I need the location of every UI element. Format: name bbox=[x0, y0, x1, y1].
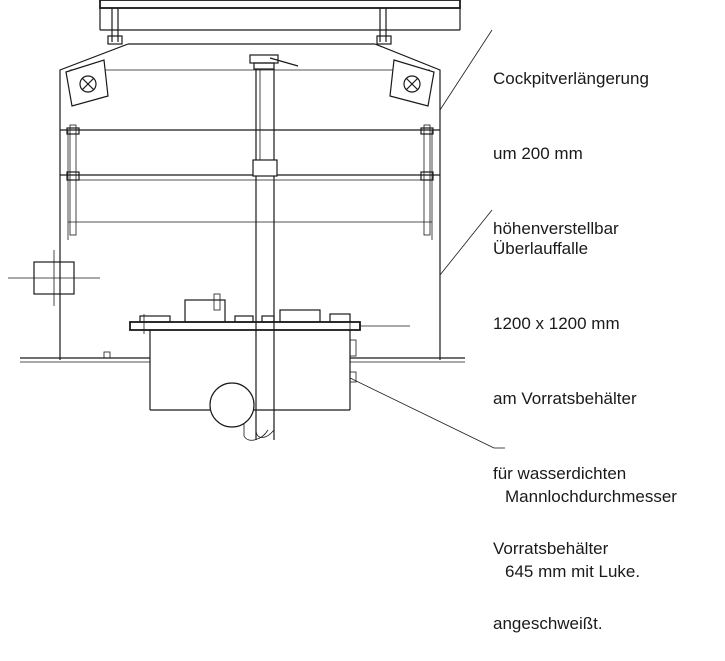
manhole-lid bbox=[129, 293, 410, 334]
manhole-neck bbox=[149, 330, 357, 441]
callout-manhole: Mannlochdurchmesser 645 mm mit Luke. bbox=[505, 434, 677, 609]
tank-top bbox=[20, 345, 465, 363]
callout-overflow-line-4: für wasserdichten bbox=[493, 464, 627, 483]
callout-cockpit-line-3: höhenverstellbar bbox=[493, 219, 619, 238]
callout-manhole-line-1: Mannlochdurchmesser bbox=[505, 487, 677, 506]
leader-lines bbox=[349, 29, 505, 449]
callout-overflow-line-1: Überlauffalle bbox=[493, 239, 589, 258]
callout-cockpit-line-1: Cockpitverlängerung bbox=[493, 69, 649, 88]
callout-overflow-line-2: 1200 x 1200 mm bbox=[493, 314, 620, 333]
leader-cockpit bbox=[439, 29, 493, 111]
callout-cockpit-line-2: um 200 mm bbox=[493, 144, 583, 163]
cockpit-top-plate bbox=[99, 0, 461, 45]
callout-cockpit: Cockpitverlängerung um 200 mm höhenverst… bbox=[493, 16, 649, 266]
leader-overflow bbox=[439, 209, 493, 276]
callout-overflow-line-3: am Vorratsbehälter bbox=[493, 389, 637, 408]
leader-manhole bbox=[349, 377, 495, 449]
callout-overflow-line-6: angeschweißt. bbox=[493, 614, 603, 633]
callout-manhole-line-2: 645 mm mit Luke. bbox=[505, 562, 641, 581]
vent-pipe bbox=[249, 54, 299, 440]
technical-drawing bbox=[8, 0, 505, 449]
overflow-body bbox=[8, 124, 441, 360]
